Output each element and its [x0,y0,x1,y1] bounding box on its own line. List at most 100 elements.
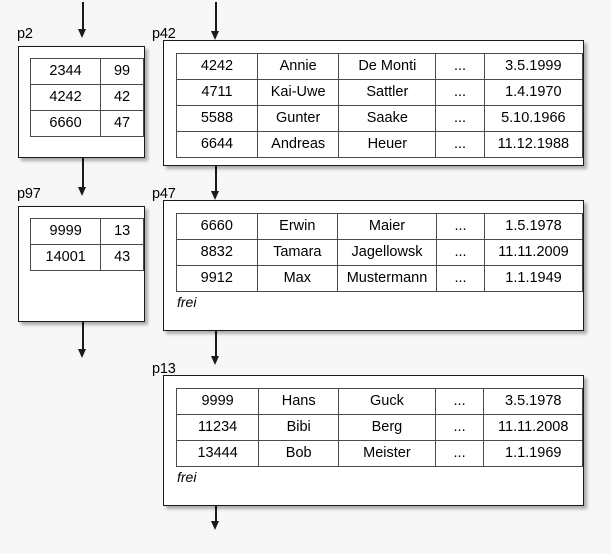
index-pointer-cell: 47 [100,110,144,137]
page-label-p13: p13 [152,361,176,377]
table-row[interactable]: 14001 43 [29,244,144,271]
data-table-p42: 4242 Annie De Monti ... 3.5.1999 4711 Ka… [176,53,584,158]
cell-more: ... [435,79,485,106]
cell-id: 6644 [176,131,258,158]
table-row[interactable]: 9999 13 [29,218,144,245]
data-page-p47[interactable]: 6660 Erwin Maier ... 1.5.1978 8832 Tamar… [163,200,584,331]
arrow-shaft [82,156,84,187]
cell-date: 3.5.1978 [483,388,583,415]
page-label-p47: p47 [152,186,176,202]
arrow-head [211,191,220,200]
table-row[interactable]: 6644 Andreas Heuer ... 11.12.1988 [176,131,584,158]
cell-last-name: Maier [337,213,438,240]
cell-more: ... [435,131,485,158]
arrow-head [211,31,220,40]
cell-last-name: Saake [338,105,437,132]
data-page-p42[interactable]: 4242 Annie De Monti ... 3.5.1999 4711 Ka… [163,40,584,166]
index-page-p2[interactable]: 2344 99 4242 42 6660 47 [18,46,145,158]
index-key-cell: 4242 [29,84,102,111]
page-label-p97: p97 [17,186,41,202]
cell-date: 1.1.1969 [483,440,583,467]
index-key-cell: 2344 [29,58,102,85]
arrow-head [211,356,220,365]
index-key-cell: 9999 [29,218,102,245]
cell-date: 11.12.1988 [483,131,584,158]
table-row[interactable]: 9912 Max Mustermann ... 1.1.1949 [176,265,583,292]
cell-date: 1.5.1978 [484,213,583,240]
index-table-p97: 9999 13 14001 43 [29,218,144,271]
table-row[interactable]: 4242 42 [29,84,144,111]
cell-first-name: Bob [258,440,340,467]
data-table-p13: 9999 Hans Guck ... 3.5.1978 11234 Bibi B… [175,388,583,467]
page-label-p2: p2 [17,26,33,42]
arrow-shaft [215,329,217,356]
arrow-shaft [215,2,217,31]
table-row[interactable]: 11234 Bibi Berg ... 11.11.2008 [175,414,583,441]
cell-first-name: Bibi [258,414,340,441]
cell-last-name: Heuer [338,131,437,158]
cell-more: ... [436,239,486,266]
table-row[interactable]: 6660 47 [29,110,144,137]
cell-date: 3.5.1999 [483,53,584,80]
cell-first-name: Kai-Uwe [256,79,340,106]
cell-id: 5588 [176,105,258,132]
cell-first-name: Max [256,265,339,292]
table-row[interactable]: 9999 Hans Guck ... 3.5.1978 [175,388,583,415]
cell-id: 4242 [176,53,258,80]
table-row[interactable]: 5588 Gunter Saake ... 5.10.1966 [176,105,584,132]
arrow-head [78,29,87,38]
cell-first-name: Tamara [256,239,339,266]
cell-first-name: Erwin [256,213,339,240]
cell-id: 9912 [176,265,258,292]
cell-first-name: Andreas [256,131,340,158]
cell-more: ... [436,265,486,292]
cell-date: 5.10.1966 [483,105,584,132]
cell-date: 11.11.2008 [483,414,583,441]
cell-id: 4711 [176,79,258,106]
cell-first-name: Hans [258,388,340,415]
cell-last-name: Mustermann [337,265,438,292]
cell-more: ... [436,213,486,240]
index-pointer-cell: 43 [100,244,144,271]
cell-more: ... [434,414,485,441]
data-page-p13[interactable]: 9999 Hans Guck ... 3.5.1978 11234 Bibi B… [163,375,584,506]
cell-more: ... [435,53,485,80]
cell-last-name: De Monti [338,53,437,80]
table-row[interactable]: 4242 Annie De Monti ... 3.5.1999 [176,53,584,80]
arrow-head [78,187,87,196]
table-row[interactable]: 6660 Erwin Maier ... 1.5.1978 [176,213,583,240]
table-row[interactable]: 2344 99 [29,58,144,85]
cell-date: 1.4.1970 [483,79,584,106]
cell-last-name: Sattler [338,79,437,106]
index-pointer-cell: 13 [100,218,144,245]
table-row[interactable]: 8832 Tamara Jagellowsk ... 11.11.2009 [176,239,583,266]
free-space-label-p13: frei [177,469,197,485]
cell-first-name: Annie [256,53,340,80]
cell-more: ... [434,440,485,467]
cell-id: 8832 [176,239,258,266]
cell-last-name: Berg [338,414,436,441]
cell-id: 6660 [176,213,258,240]
cell-last-name: Guck [338,388,436,415]
cell-last-name: Jagellowsk [337,239,438,266]
cell-date: 1.1.1949 [484,265,583,292]
arrow-head [78,349,87,358]
index-table-p2: 2344 99 4242 42 6660 47 [29,58,144,137]
data-table-p47: 6660 Erwin Maier ... 1.5.1978 8832 Tamar… [176,213,583,292]
cell-last-name: Meister [338,440,436,467]
cell-id: 11234 [175,414,260,441]
table-row[interactable]: 13444 Bob Meister ... 1.1.1969 [175,440,583,467]
index-key-cell: 14001 [29,244,102,271]
cell-date: 11.11.2009 [484,239,583,266]
index-pointer-cell: 99 [100,58,144,85]
index-pointer-cell: 42 [100,84,144,111]
arrow-shaft [82,320,84,349]
index-page-p97[interactable]: 9999 13 14001 43 [18,206,145,322]
index-key-cell: 6660 [29,110,102,137]
cell-more: ... [434,388,485,415]
cell-more: ... [435,105,485,132]
arrow-head [211,521,220,530]
table-row[interactable]: 4711 Kai-Uwe Sattler ... 1.4.1970 [176,79,584,106]
cell-id: 13444 [175,440,260,467]
